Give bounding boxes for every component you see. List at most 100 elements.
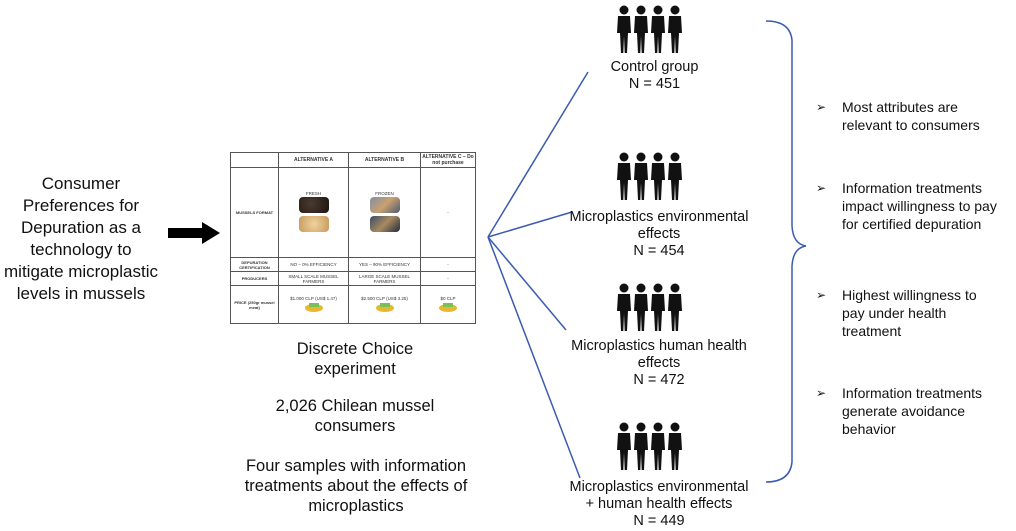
- connector-line: [487, 236, 581, 479]
- group-health: Microplastics human health effects N = 4…: [548, 338, 770, 389]
- group-people: [616, 422, 683, 472]
- price-b-label: $2.500 CLP (US$ 3.25): [361, 295, 408, 301]
- treatment-line: microplastics: [308, 497, 404, 515]
- intro-line: technology to: [30, 240, 132, 259]
- group-people: [616, 283, 683, 333]
- result-item: ➢ Highest willingness to pay under healt…: [816, 286, 1016, 342]
- group-label: + human health effects: [585, 496, 733, 512]
- mussel-photo-icon: [298, 197, 329, 213]
- people-icon-row: [616, 422, 683, 472]
- result-line: Most attributes are: [842, 99, 958, 115]
- intro-line: Consumer: [41, 174, 121, 193]
- result-line: Information treatments: [842, 385, 983, 401]
- group-n: N = 454: [633, 243, 685, 259]
- group-combined: Microplastics environmental + human heal…: [548, 479, 770, 530]
- group-environmental: Microplastics environmental effects N = …: [548, 209, 770, 260]
- person-icon: [668, 422, 682, 470]
- format-b-label: FROZEN: [375, 191, 394, 196]
- person-icon: [651, 422, 665, 470]
- arrow-bullet-icon: ➢: [816, 386, 827, 400]
- group-label: effects: [637, 226, 681, 242]
- person-icon: [668, 283, 682, 331]
- result-line: Information treatments: [842, 180, 983, 196]
- group-n: N = 472: [633, 372, 685, 388]
- money-icon: [439, 302, 457, 312]
- treatment-line: treatments about the effects of: [244, 477, 468, 495]
- person-icon: [651, 5, 665, 53]
- arrow-bullet-icon: ➢: [816, 100, 827, 114]
- group-label: Control group: [610, 59, 699, 75]
- person-icon: [634, 422, 648, 470]
- result-item: ➢ Information treatments generate avoida…: [816, 384, 1016, 440]
- connector-line: [487, 71, 589, 238]
- connector-line: [487, 211, 573, 238]
- group-label: Microplastics human health: [571, 338, 747, 354]
- result-line: relevant to consumers: [842, 117, 980, 133]
- choice-card: ALTERNATIVE A ALTERNATIVE B ALTERNATIVE …: [230, 152, 476, 324]
- sample-size: 2,026 Chilean mussel consumers: [230, 396, 480, 436]
- choice-card-cell: $0 CLP: [420, 285, 476, 324]
- connector-line: [487, 236, 567, 331]
- price-a-label: $1.000 CLP (US$ 1.47): [290, 295, 337, 301]
- choice-card-cell: FRESH: [278, 167, 349, 258]
- group-people: [616, 5, 683, 55]
- intro-line: mitigate microplastic: [4, 262, 158, 281]
- group-people: [616, 152, 683, 202]
- intro-line: Preferences for: [22, 196, 140, 215]
- group-label: Microplastics environmental: [569, 209, 749, 225]
- price-c-label: $0 CLP: [440, 295, 456, 301]
- experiment-title-line: experiment: [314, 360, 396, 378]
- choice-card-cell: $2.500 CLP (US$ 3.25): [348, 285, 421, 324]
- frozen-pack-photo-icon: [369, 197, 400, 213]
- group-n: N = 449: [633, 513, 685, 529]
- result-line: behavior: [842, 421, 896, 437]
- people-icon-row: [616, 283, 683, 333]
- intro-line: Depuration as a: [20, 218, 142, 237]
- choice-card-row-label: PRICE (250gr mussel meat): [230, 285, 279, 324]
- person-icon: [617, 422, 631, 470]
- person-icon: [651, 152, 665, 200]
- arrow-bullet-icon: ➢: [816, 288, 827, 302]
- person-icon: [617, 283, 631, 331]
- choice-card-row-label: MUSSELS FORMAT: [230, 167, 279, 258]
- sample-line: 2,026 Chilean mussel: [275, 397, 435, 415]
- intro-line: levels in mussels: [16, 284, 146, 303]
- money-icon: [304, 302, 323, 312]
- person-icon: [668, 152, 682, 200]
- experiment-title-line: Discrete Choice: [296, 340, 414, 358]
- person-icon: [617, 5, 631, 53]
- result-line: for certified depuration: [842, 216, 982, 232]
- person-icon: [634, 152, 648, 200]
- result-line: treatment: [842, 323, 902, 339]
- person-icon: [634, 5, 648, 53]
- group-control: Control group N = 451: [572, 59, 737, 93]
- grouping-bracket: [765, 20, 807, 483]
- people-icon-row: [616, 5, 683, 55]
- choice-card-cell: $1.000 CLP (US$ 1.47): [278, 285, 349, 324]
- person-icon: [617, 152, 631, 200]
- experiment-title: Discrete Choice experiment: [230, 339, 480, 379]
- result-line: impact willingness to pay: [842, 198, 997, 214]
- result-line: pay under health: [842, 305, 947, 321]
- result-line: Highest willingness to: [842, 287, 977, 303]
- result-item: ➢ Most attributes are relevant to consum…: [816, 98, 1016, 138]
- person-icon: [668, 5, 682, 53]
- money-icon: [375, 302, 394, 312]
- frozen-pack-photo-icon: [369, 216, 400, 232]
- right-arrow-icon: [168, 222, 220, 244]
- result-line: generate avoidance: [842, 403, 965, 419]
- treatment-line: Four samples with information: [245, 457, 467, 475]
- group-n: N = 451: [628, 76, 681, 92]
- result-item: ➢ Information treatments impact willingn…: [816, 179, 1016, 235]
- sample-line: consumers: [314, 417, 396, 435]
- group-label: Microplastics environmental: [569, 479, 749, 495]
- group-label: effects: [637, 355, 681, 371]
- intro-text: Consumer Preferences for Depuration as a…: [0, 173, 162, 305]
- people-icon-row: [616, 152, 683, 202]
- person-icon: [651, 283, 665, 331]
- arrow-bullet-icon: ➢: [816, 181, 827, 195]
- format-a-label: FRESH: [305, 191, 322, 196]
- person-icon: [634, 283, 648, 331]
- treatment-description: Four samples with information treatments…: [225, 456, 487, 516]
